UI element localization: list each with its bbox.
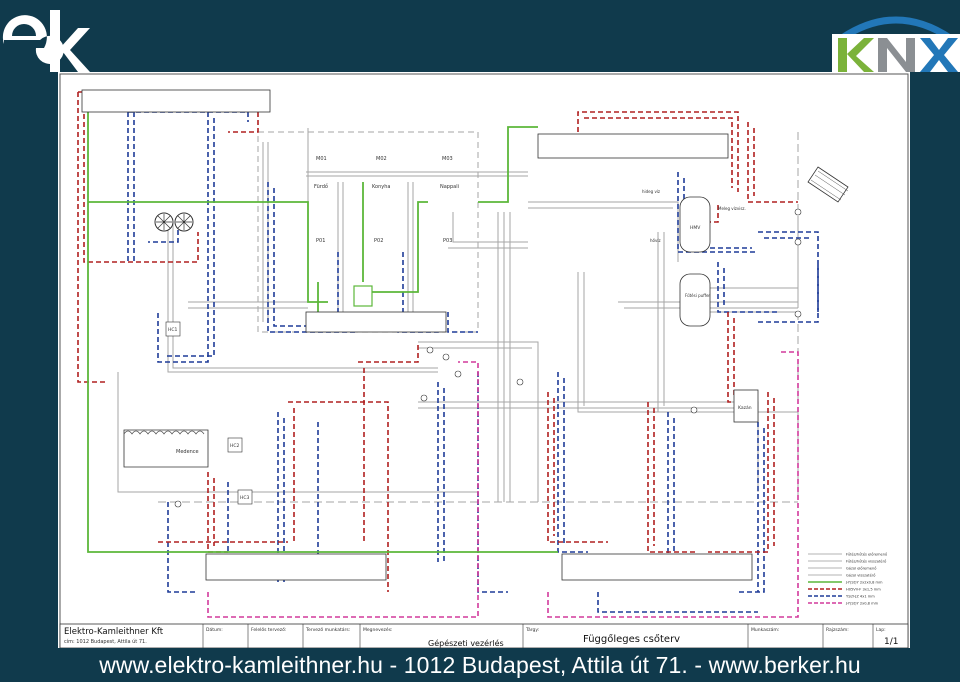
room-kitchen: Konyha bbox=[372, 184, 390, 190]
room-labels: M01 M02 M03 Fürdő Konyha Nappali P01 P02… bbox=[314, 156, 459, 244]
legend-label: J-Y(St)Y 2x0,8 mm bbox=[845, 602, 879, 606]
hmv-tank: HMV hideg víz hővíz Meleg vízvisz. bbox=[642, 189, 746, 253]
pool-tank: Medence bbox=[123, 429, 209, 468]
room-living: Nappali bbox=[440, 184, 459, 190]
work-label: Tervező munkatárs: bbox=[305, 626, 350, 633]
solar-collector bbox=[807, 166, 849, 203]
header-bar bbox=[0, 0, 960, 72]
heating-circuits: HC1 HC2 HC3 bbox=[165, 321, 253, 505]
magenta-pipe-network bbox=[207, 351, 799, 618]
green-bus-cable bbox=[87, 98, 558, 553]
return-water-label: hővíz bbox=[650, 238, 661, 243]
room-bathroom: Fürdő bbox=[314, 184, 328, 190]
room-p03: P03 bbox=[443, 238, 452, 244]
company-address: cím: 1012 Budapest, Attila út 71. bbox=[64, 638, 147, 645]
hot-water-label: Meleg vízvisz. bbox=[718, 206, 746, 211]
knx-logo bbox=[832, 16, 960, 72]
page-label: Lap: bbox=[876, 627, 886, 633]
subject-value: Függőleges csőterv bbox=[583, 633, 680, 645]
footer-bar: www.elektro-kamleithner.hu - 1012 Budape… bbox=[0, 648, 960, 682]
name-label: Megnevezés: bbox=[363, 626, 393, 633]
room-m02: M02 bbox=[376, 156, 387, 162]
company-name: Elektro-Kamleithner Kft bbox=[64, 627, 164, 637]
ek-logo bbox=[2, 10, 90, 72]
room-p02: P02 bbox=[374, 238, 383, 244]
footer-text: www.elektro-kamleithner.hu - 1012 Budape… bbox=[99, 651, 861, 678]
pool-label: Medence bbox=[176, 449, 199, 455]
legend-label: Gázol előremenő bbox=[846, 567, 876, 571]
subject-label: Tárgy: bbox=[525, 626, 539, 633]
legend-label: Gázol visszatérő bbox=[846, 574, 875, 578]
hc2-label: HC2 bbox=[230, 443, 240, 449]
legend-label: Fűtés/hűtés előremenő bbox=[846, 553, 887, 557]
legend-label: H05VV-F 3x1,5 mm bbox=[846, 588, 881, 592]
schematic-sheet: M01 M02 M03 Fürdő Konyha Nappali P01 P02… bbox=[58, 72, 910, 650]
hc1-label: HC1 bbox=[168, 327, 178, 333]
name-value: Gépészeti vezérlés bbox=[428, 638, 504, 648]
worknum-label: Munkaszám: bbox=[751, 626, 779, 633]
room-m03: M03 bbox=[442, 156, 453, 162]
hc3-label: HC3 bbox=[240, 495, 250, 501]
legend-label: YSLY-JZ 4x1 mm bbox=[846, 595, 875, 599]
page-value: 1/1 bbox=[884, 637, 898, 647]
cold-water-label: hideg víz bbox=[642, 189, 660, 194]
piping-schematic: M01 M02 M03 Fürdő Konyha Nappali P01 P02… bbox=[59, 73, 909, 649]
date-label: Dátum: bbox=[206, 626, 223, 633]
hmv-label: HMV bbox=[690, 225, 701, 231]
drawnum-label: Rajzszám: bbox=[826, 626, 849, 633]
boiler-label: Kazán bbox=[738, 404, 752, 411]
boiler: Kazán bbox=[733, 389, 759, 423]
pumps bbox=[174, 208, 802, 508]
title-block: Elektro-Kamleithner Kft cím: 1012 Budape… bbox=[59, 623, 909, 649]
buffer-label: Fűtési puffer bbox=[685, 293, 710, 298]
legend-label: Fűtés/hűtés visszatérő bbox=[846, 560, 886, 564]
fan-units bbox=[154, 212, 194, 232]
room-p01: P01 bbox=[316, 238, 325, 244]
designer-label: Felelős tervező: bbox=[251, 627, 286, 633]
controller-modules bbox=[81, 89, 753, 581]
legend-label: J-Y(St)Y 2x2x0,8 mm bbox=[845, 581, 883, 585]
room-m01: M01 bbox=[316, 156, 327, 162]
buffer-tank: Fűtési puffer bbox=[679, 273, 710, 327]
